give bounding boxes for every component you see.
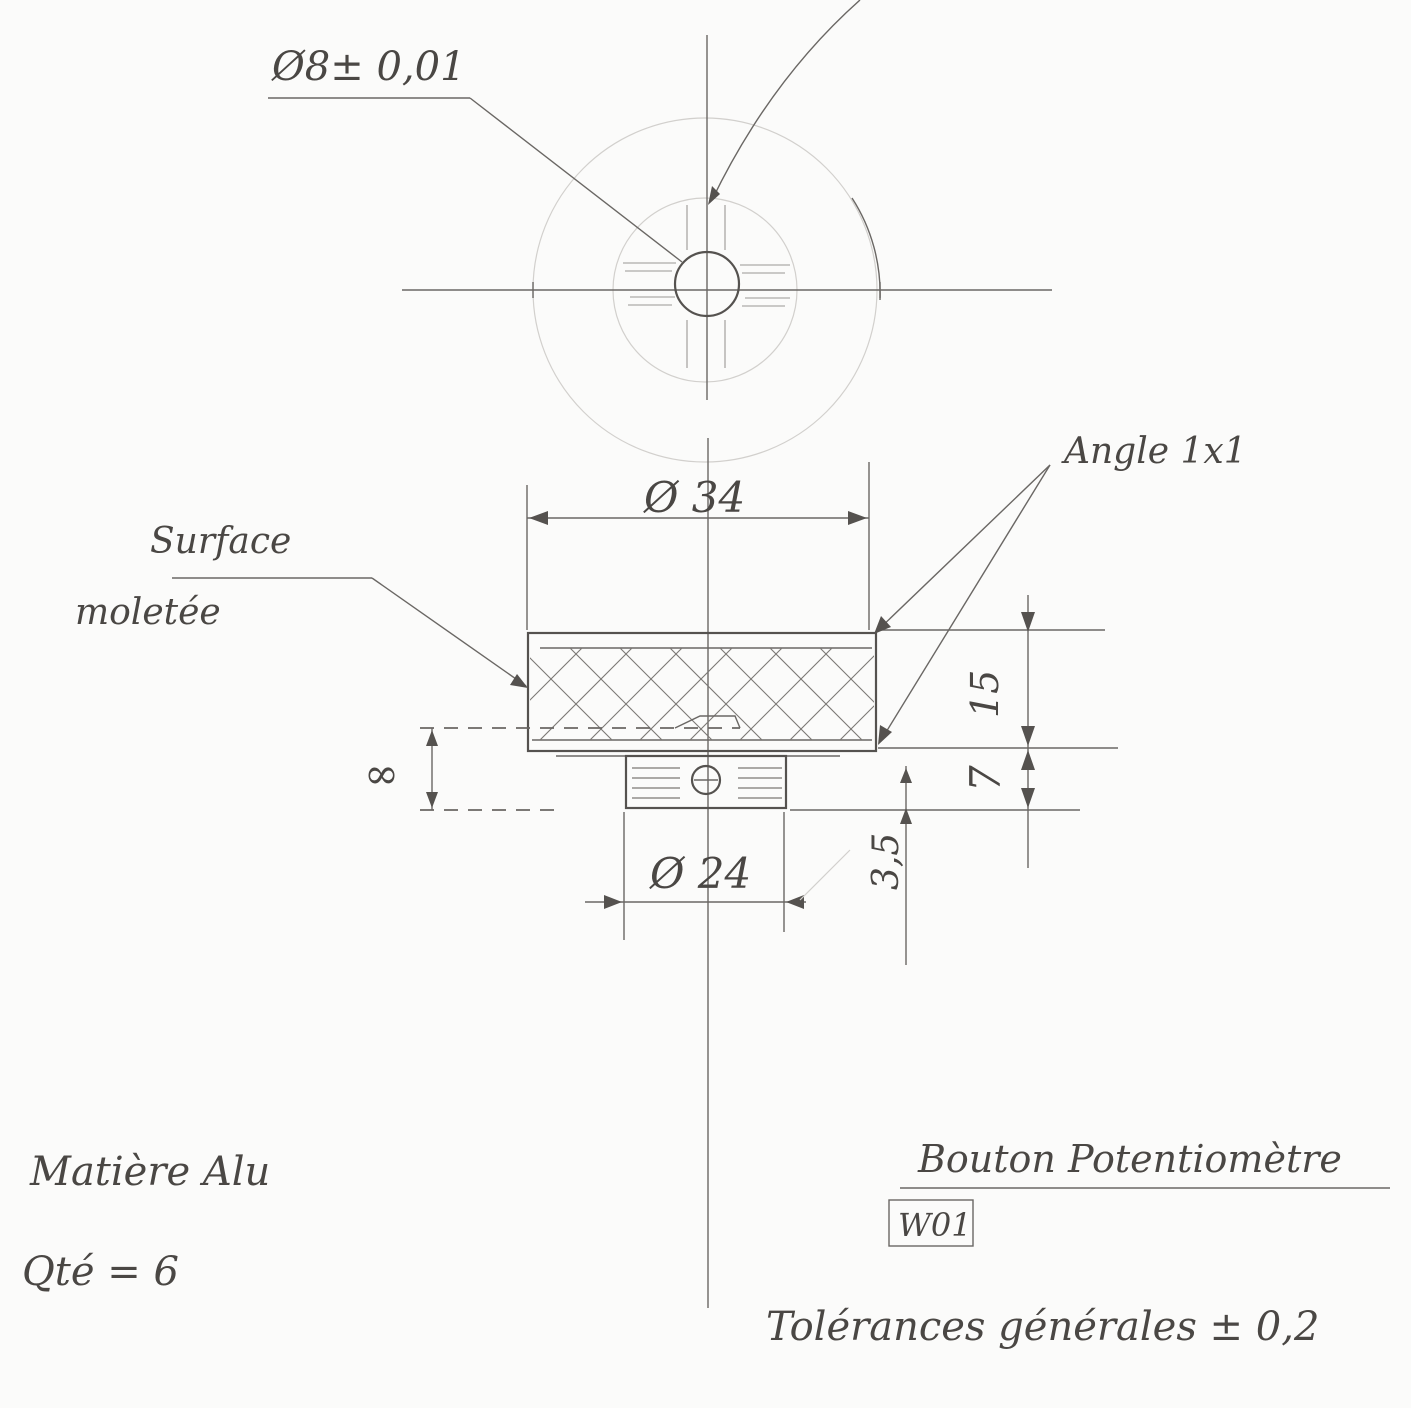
dim-15-arrow-bottom — [1021, 726, 1035, 746]
dim-inf-arrow-bottom — [426, 792, 438, 808]
bore-circle — [673, 250, 741, 318]
chamfer-leader-bottom-arrow — [878, 725, 892, 745]
set-screw-circle — [690, 764, 722, 796]
hub-body — [624, 754, 788, 810]
top-view: Ø8± 0,01 — [268, 0, 1052, 463]
dim-34-arrow-left — [529, 511, 548, 525]
dim-24-arrow-right — [786, 895, 804, 909]
hub-thread-marks — [632, 767, 782, 799]
surface-leader-diagonal — [371, 577, 527, 687]
front-view: Ø 34 Ø 24 15 7 3,5 ∞ Surface moletée — [75, 431, 1247, 1308]
outer-arc-partial — [851, 197, 881, 301]
dim-35-label: 3,5 — [866, 833, 907, 890]
quantity-note: Qté = 6 — [22, 1249, 179, 1295]
knob-body — [526, 631, 878, 753]
material-note: Matière Alu — [29, 1149, 270, 1195]
bore-leader-diagonal — [469, 97, 683, 263]
dim-infinity-label: ∞ — [364, 749, 399, 798]
part-number-box — [888, 1199, 974, 1247]
dim-7-arrow-bottom — [1021, 788, 1035, 808]
set-screw-hole-hidden — [674, 715, 741, 729]
dim-35-arrow-top — [900, 768, 912, 783]
top-leader-curve — [711, 0, 861, 201]
notes: Matière Alu Qté = 6 Bouton Potentiomètre… — [22, 1137, 1390, 1350]
dim-35-arrow-bottom — [900, 808, 912, 824]
chamfer-leader-top — [875, 464, 1051, 633]
knurl-hatching — [530, 648, 874, 740]
dim-34-arrow-right — [848, 511, 867, 525]
chamfer-leader-top-arrow — [874, 616, 891, 634]
surface-note-line2: moletée — [75, 592, 221, 633]
faint-curve-24 — [799, 849, 851, 901]
part-title: Bouton Potentiomètre — [917, 1137, 1342, 1181]
height-knob-label: 15 — [963, 670, 1007, 718]
part-number: W01 — [898, 1206, 972, 1244]
height-hub-label: 7 — [961, 765, 1010, 792]
surface-leader-arrowhead — [510, 674, 528, 688]
diameter-hub-label: Ø 24 — [649, 849, 751, 898]
dim-inf-arrow-top — [426, 730, 438, 746]
chamfer-note-label: Angle 1x1 — [1061, 431, 1247, 472]
dim-15-arrow-top — [1021, 612, 1035, 632]
tolerance-note: Tolérances générales ± 0,2 — [766, 1304, 1319, 1350]
bore-sketch-marks — [623, 205, 790, 368]
chamfer-leader-bottom — [879, 464, 1051, 743]
dim-7-arrow-top — [1021, 750, 1035, 770]
top-leader-arrowhead — [708, 186, 720, 205]
diameter-outer-label: Ø 34 — [643, 473, 745, 522]
bore-callout-label: Ø8± 0,01 — [271, 44, 466, 90]
dim-24-arrow-left — [604, 895, 622, 909]
surface-note-line1: Surface — [150, 521, 291, 562]
